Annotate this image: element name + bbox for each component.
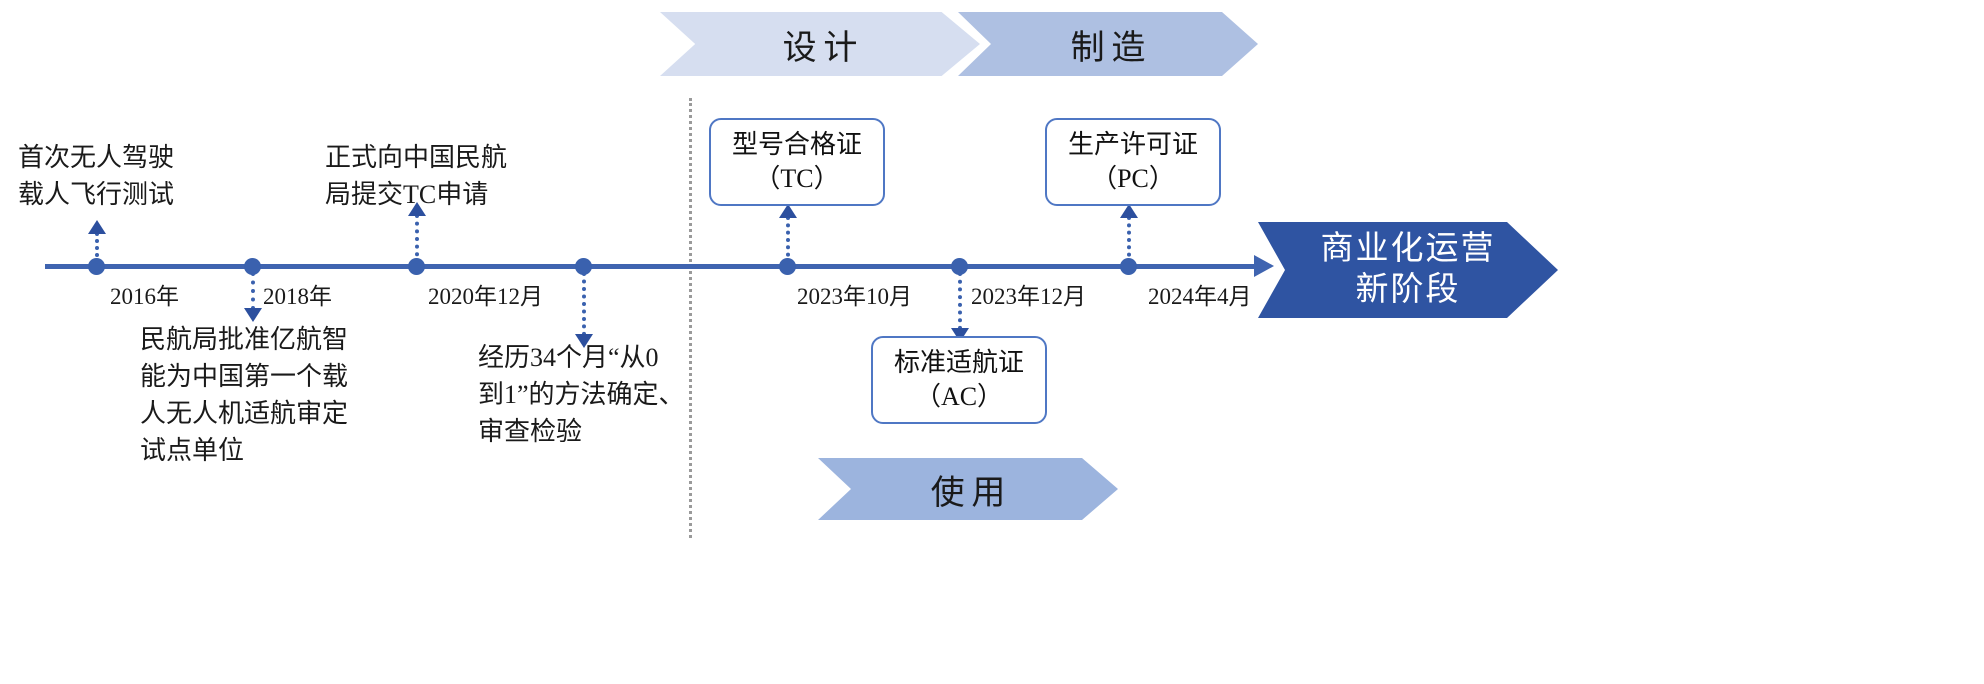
note-first-flight-line-2: 载人飞行测试 bbox=[18, 179, 175, 209]
connector-arrow-pc-cert bbox=[1120, 204, 1138, 218]
certificate-pc-abbr: （PC） bbox=[1091, 164, 1175, 193]
certificate-pc-name: 生产许可证 bbox=[1067, 130, 1198, 160]
phase-divider bbox=[689, 98, 692, 538]
date-label-2023-12: 2023年12月 bbox=[971, 284, 1086, 309]
note-review-process: 经历34个月“从0 到1”的方法确定、 审查检验 bbox=[478, 340, 685, 451]
certificate-ac-name: 标准适航证 bbox=[893, 348, 1024, 378]
certificate-box-tc: 型号合格证 （TC） bbox=[709, 118, 885, 206]
connector-pilot-unit bbox=[251, 272, 255, 310]
timeline-axis-arrowhead bbox=[1254, 255, 1274, 277]
commercial-operation-banner: 商业化运营 新阶段 bbox=[1258, 222, 1558, 318]
connector-arrow-pilot-unit bbox=[244, 308, 262, 322]
connector-tc-cert bbox=[786, 216, 790, 264]
phase-label-use: 使用 bbox=[930, 474, 1013, 512]
note-pilot-unit-line-1: 民航局批准亿航智 bbox=[140, 325, 349, 354]
date-label-2018: 2018年 bbox=[263, 284, 332, 309]
certificate-box-ac: 标准适航证 （AC） bbox=[871, 336, 1047, 424]
certificate-tc-abbr: （TC） bbox=[754, 164, 840, 193]
connector-arrow-review-process bbox=[575, 334, 593, 348]
connector-review-process bbox=[582, 272, 586, 336]
date-label-2020-12: 2020年12月 bbox=[428, 284, 543, 309]
banner-line-2: 新阶段 bbox=[1355, 272, 1461, 308]
connector-arrow-first-flight bbox=[88, 220, 106, 234]
phase-chevron-manufacture: 制造 bbox=[958, 12, 1258, 76]
date-label-2024-04: 2024年4月 bbox=[1148, 284, 1252, 309]
connector-arrow-tc-cert bbox=[779, 204, 797, 218]
note-review-process-line-2: 到1”的方法确定、 bbox=[478, 379, 685, 409]
phase-label-manufacture: 制造 bbox=[1070, 29, 1153, 67]
banner-line-1: 商业化运营 bbox=[1320, 230, 1496, 267]
certificate-tc-name: 型号合格证 bbox=[731, 130, 862, 160]
timeline-node-2020-12 bbox=[408, 258, 425, 275]
phase-label-design: 设计 bbox=[782, 29, 865, 67]
date-label-2016: 2016年 bbox=[110, 284, 179, 309]
date-label-2023-10: 2023年10月 bbox=[797, 284, 912, 309]
certificate-ac-abbr: （AC） bbox=[914, 382, 1004, 411]
timeline-axis bbox=[45, 264, 1260, 269]
note-first-flight-line-1: 首次无人驾驶 bbox=[18, 143, 175, 172]
note-review-process-line-1: 经历34个月“从0 bbox=[478, 343, 659, 372]
phase-chevron-use: 使用 bbox=[818, 458, 1118, 520]
certificate-box-pc: 生产许可证 （PC） bbox=[1045, 118, 1221, 206]
note-tc-application-line-2: 局提交TC申请 bbox=[325, 179, 489, 209]
timeline-node-2018 bbox=[244, 258, 261, 275]
note-pilot-unit-line-3: 人无人机适航审定 bbox=[140, 398, 349, 428]
timeline-node-2023-10 bbox=[779, 258, 796, 275]
connector-first-flight bbox=[95, 232, 99, 264]
connector-ac-cert bbox=[958, 272, 962, 330]
note-tc-application: 正式向中国民航 局提交TC申请 bbox=[325, 140, 507, 214]
timeline-node-2024-04 bbox=[1120, 258, 1137, 275]
timeline-node-review bbox=[575, 258, 592, 275]
timeline-node-2016 bbox=[88, 258, 105, 275]
note-review-process-line-3: 审查检验 bbox=[478, 416, 583, 446]
connector-pc-cert bbox=[1127, 216, 1131, 264]
connector-tc-application bbox=[415, 214, 419, 264]
note-pilot-unit-line-2: 能为中国第一个载 bbox=[140, 361, 349, 391]
note-pilot-unit: 民航局批准亿航智 能为中国第一个载 人无人机适航审定 试点单位 bbox=[140, 322, 348, 470]
connector-arrow-tc-application bbox=[408, 202, 426, 216]
timeline-node-2023-12 bbox=[951, 258, 968, 275]
note-pilot-unit-line-4: 试点单位 bbox=[140, 435, 245, 465]
note-tc-application-line-1: 正式向中国民航 bbox=[325, 143, 508, 172]
note-first-flight: 首次无人驾驶 载人飞行测试 bbox=[18, 140, 174, 214]
phase-chevron-design: 设计 bbox=[660, 12, 980, 76]
